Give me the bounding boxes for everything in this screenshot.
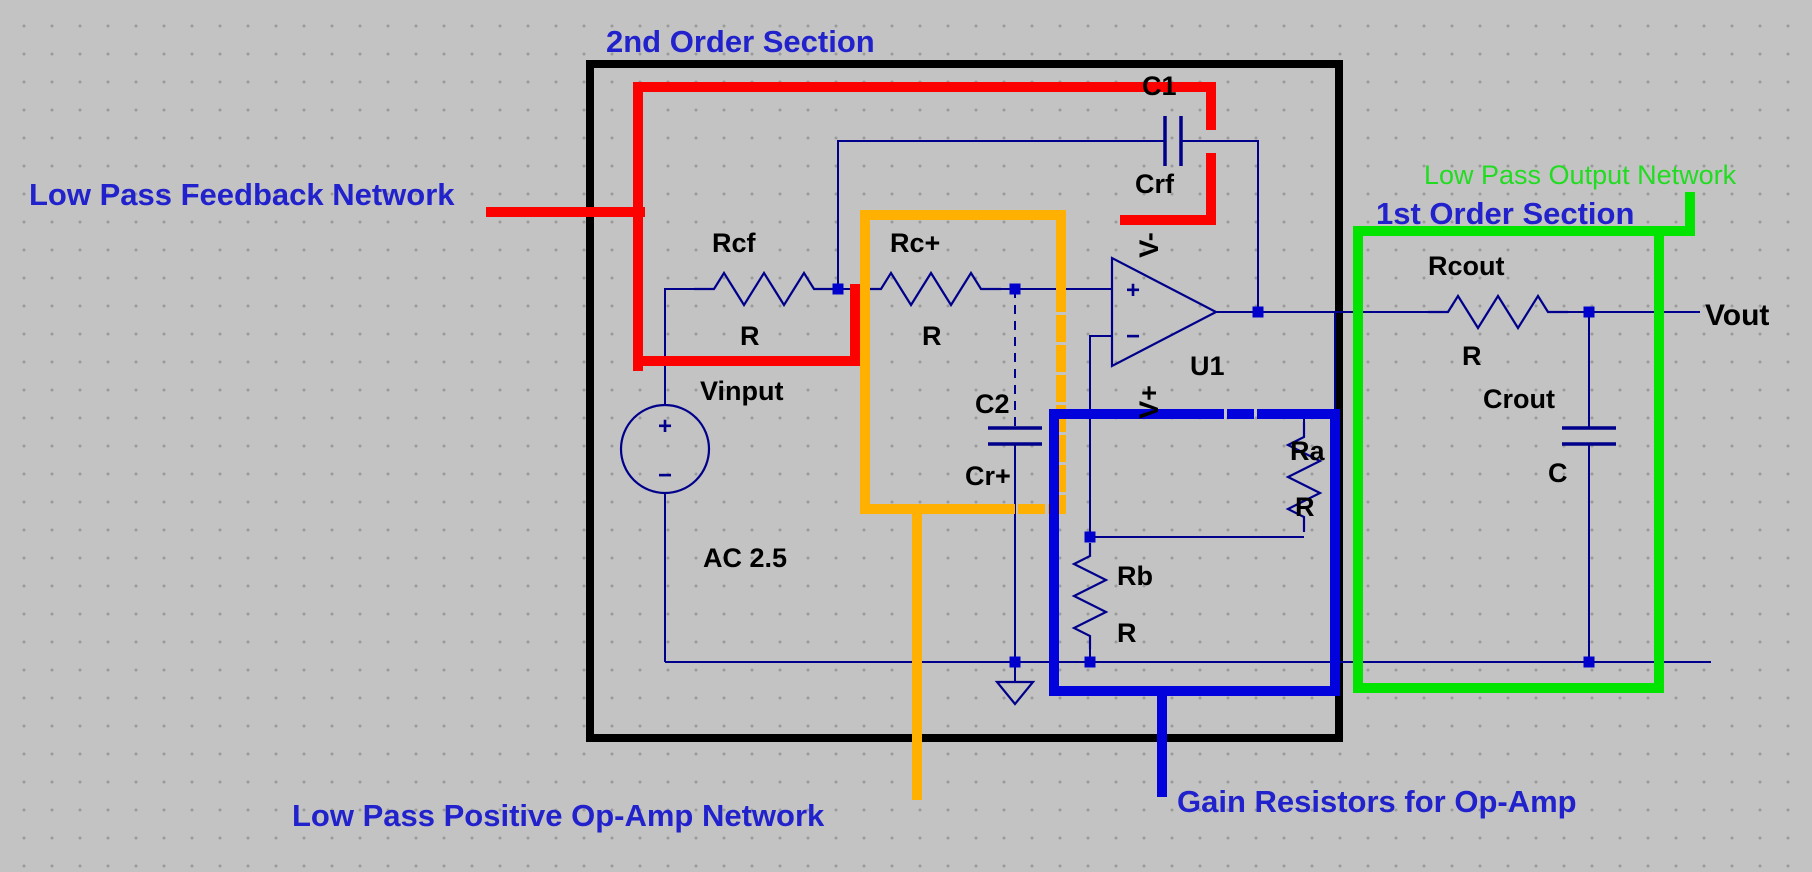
label-rcf-ref[interactable]: Rcf <box>712 228 757 258</box>
junction-node[interactable] <box>1009 283 1021 295</box>
capacitor-crout[interactable] <box>1562 426 1616 446</box>
annotation-positive-network[interactable]: Low Pass Positive Op-Amp Network <box>292 798 825 833</box>
ground-symbol[interactable] <box>994 680 1036 706</box>
label-vinput-ref[interactable]: Vinput <box>700 376 784 406</box>
label-c1-value[interactable]: Crf <box>1135 169 1175 199</box>
label-u1-vplus-pin[interactable]: V+ <box>1134 385 1164 419</box>
label-vout-net[interactable]: Vout <box>1705 299 1769 332</box>
junction-node[interactable] <box>832 283 844 295</box>
junction-node[interactable] <box>1084 656 1096 668</box>
wire-source-to-rcf[interactable] <box>664 288 694 405</box>
resistor-rcf[interactable] <box>694 270 834 308</box>
junction-node[interactable] <box>1009 656 1021 668</box>
label-u1-ref[interactable]: U1 <box>1190 351 1225 381</box>
junction-node[interactable] <box>1252 306 1264 318</box>
title-2nd-order-section[interactable]: 2nd Order Section <box>606 24 875 59</box>
label-c1-ref[interactable]: C1 <box>1142 71 1177 101</box>
orange-path-solid[interactable] <box>860 210 1066 514</box>
source-minus-sign: − <box>658 462 672 489</box>
opamp-u1-symbol[interactable] <box>1110 256 1219 368</box>
red-feedback-path-bottom[interactable] <box>638 284 860 366</box>
wire-feedback-up[interactable] <box>837 140 1165 289</box>
capacitor-c1[interactable] <box>1163 116 1183 166</box>
junction-node[interactable] <box>1084 531 1096 543</box>
highlight-positive-network-orange <box>860 210 1066 800</box>
green-pointer-line[interactable] <box>1654 192 1695 236</box>
label-crout-ref[interactable]: Crout <box>1483 384 1555 414</box>
capacitor-c2[interactable] <box>988 426 1042 446</box>
label-u1-vminus-pin[interactable]: V- <box>1134 232 1164 258</box>
label-rcplus-ref[interactable]: Rc+ <box>890 228 940 258</box>
wire-ra-to-output[interactable] <box>1303 312 1336 422</box>
junction-node[interactable] <box>1583 656 1595 668</box>
label-crout-value[interactable]: C <box>1548 458 1568 488</box>
resistor-ra[interactable] <box>1285 422 1323 532</box>
label-ra-value[interactable]: R <box>1295 492 1315 522</box>
red-feedback-path-right[interactable] <box>1120 153 1216 225</box>
wire-feedback-down[interactable] <box>1181 140 1259 312</box>
resistor-rcplus[interactable] <box>861 270 1001 308</box>
resistor-rcout[interactable] <box>1428 293 1568 331</box>
label-rcout-ref[interactable]: Rcout <box>1428 251 1505 281</box>
annotation-gain-resistors[interactable]: Gain Resistors for Op-Amp <box>1177 784 1577 819</box>
label-vinput-value[interactable]: AC 2.5 <box>703 543 787 573</box>
label-c2-value[interactable]: Cr+ <box>965 461 1011 491</box>
label-rb-value[interactable]: R <box>1117 618 1137 648</box>
resistor-rb[interactable] <box>1071 543 1109 649</box>
opamp-noninverting-sign: + <box>1126 277 1140 304</box>
label-c2-ref[interactable]: C2 <box>975 389 1010 419</box>
highlight-output-network-green <box>1353 192 1695 693</box>
green-box[interactable] <box>1353 226 1664 693</box>
orange-path-dashed[interactable] <box>1000 285 1066 514</box>
annotation-feedback-network[interactable]: Low Pass Feedback Network <box>29 177 455 212</box>
label-rb-ref[interactable]: Rb <box>1117 561 1153 591</box>
label-rcf-value[interactable]: R <box>740 321 760 351</box>
label-rcout-value[interactable]: R <box>1462 341 1482 371</box>
label-rcplus-value[interactable]: R <box>922 321 942 351</box>
section-box-2nd-order[interactable] <box>586 60 1343 742</box>
highlight-feedback-red <box>486 82 1216 371</box>
highlight-gain-resistors-blue <box>1049 409 1340 797</box>
annotation-output-network[interactable]: Low Pass Output Network <box>1424 160 1737 190</box>
wire-inverting-input[interactable] <box>1089 335 1112 537</box>
junction-nodes <box>832 283 1595 668</box>
junction-node[interactable] <box>1583 306 1595 318</box>
label-ra-ref[interactable]: Ra <box>1290 436 1325 466</box>
red-feedback-path-top[interactable] <box>633 82 1216 371</box>
voltage-source-vinput[interactable] <box>619 403 711 495</box>
opamp-inverting-sign: − <box>1126 323 1140 350</box>
blue-path-solid[interactable] <box>1049 409 1340 696</box>
source-plus-sign: + <box>658 413 672 440</box>
title-1st-order-section[interactable]: 1st Order Section <box>1376 196 1634 231</box>
